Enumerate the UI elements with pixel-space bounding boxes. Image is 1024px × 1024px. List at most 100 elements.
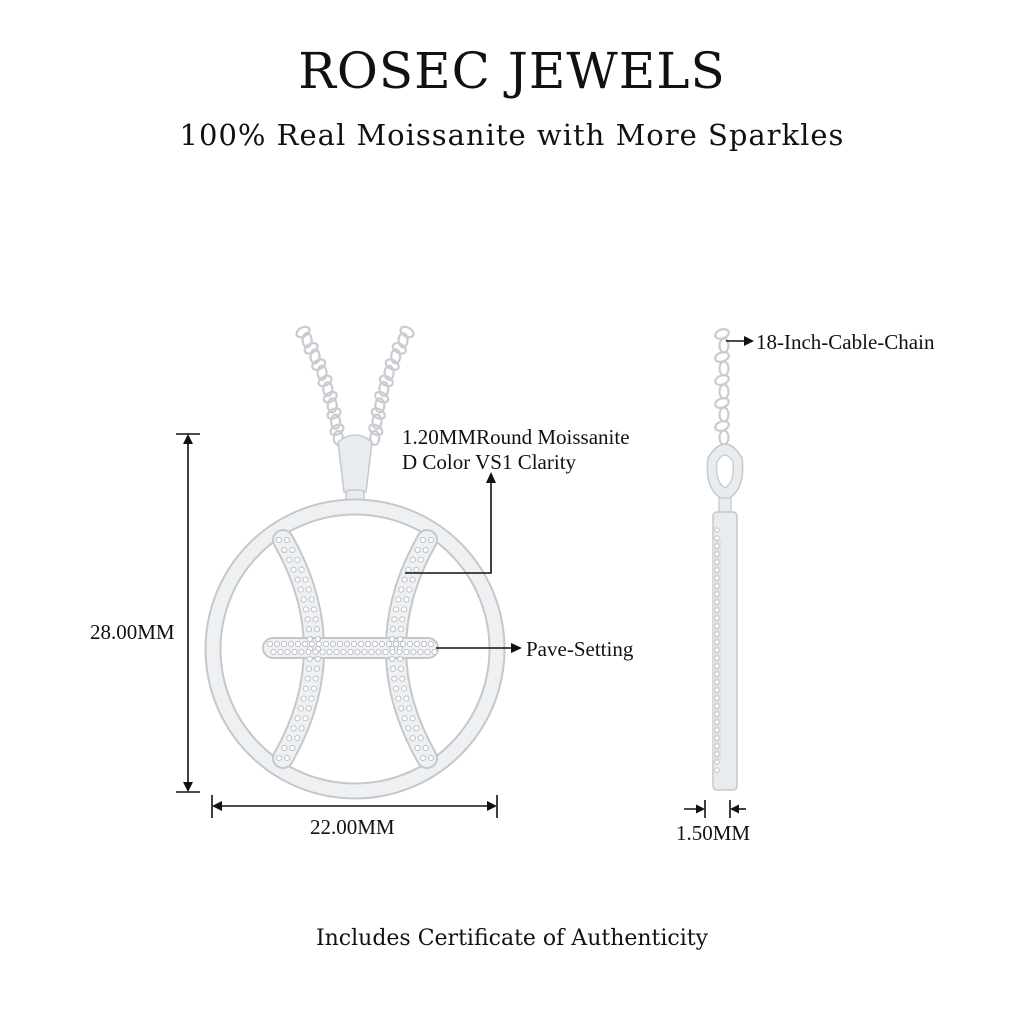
chain-link bbox=[390, 348, 402, 365]
chain-link bbox=[384, 358, 400, 371]
pave-stone bbox=[422, 745, 429, 752]
pave-stone bbox=[290, 566, 297, 573]
pave-stone bbox=[294, 735, 301, 742]
pave-stone bbox=[300, 596, 307, 603]
side-pave-stone bbox=[714, 615, 720, 621]
pave-stone bbox=[389, 655, 396, 662]
chain-link bbox=[378, 380, 390, 398]
chain-link bbox=[718, 429, 730, 446]
pave-stone bbox=[391, 675, 398, 682]
side-pave-stone bbox=[714, 687, 720, 693]
pave-stone bbox=[409, 735, 416, 742]
pave-stone bbox=[431, 648, 438, 656]
height-label: 28.00MM bbox=[90, 620, 175, 644]
pave-stone bbox=[413, 640, 421, 648]
chain-link bbox=[369, 429, 381, 447]
pave-stone bbox=[333, 648, 340, 656]
pave-stone bbox=[399, 675, 406, 682]
pave-stone bbox=[286, 556, 293, 563]
pave-stone bbox=[297, 705, 304, 712]
stone-leader bbox=[405, 472, 496, 574]
chain-label: 18-Inch-Cable-Chain bbox=[756, 330, 935, 354]
pave-stone bbox=[405, 566, 412, 573]
side-pave-stone bbox=[714, 623, 720, 629]
pave-stone bbox=[343, 640, 351, 648]
pave-stone bbox=[308, 596, 315, 603]
chain-link bbox=[371, 413, 383, 430]
height-dimension bbox=[176, 433, 200, 793]
width-dimension bbox=[211, 795, 498, 818]
pave-stone bbox=[302, 606, 309, 613]
pave-stone bbox=[266, 640, 274, 648]
brand-title: ROSEC JEWELS bbox=[298, 42, 726, 100]
side-pave-stone bbox=[714, 631, 720, 637]
side-pave-stone bbox=[714, 599, 720, 605]
pave-stone bbox=[312, 648, 319, 656]
side-pave-stone bbox=[714, 655, 720, 661]
pave-stone bbox=[403, 596, 410, 603]
pave-stone bbox=[419, 754, 427, 762]
pave-stone bbox=[417, 735, 424, 742]
pave-stone bbox=[393, 606, 400, 613]
pave-stone bbox=[302, 685, 309, 692]
pave-stone bbox=[313, 665, 321, 672]
chain-link bbox=[322, 380, 334, 398]
side-pave-stone bbox=[714, 647, 720, 653]
pave-stone bbox=[395, 596, 402, 603]
pave-stone bbox=[284, 648, 291, 656]
pave-stone bbox=[406, 640, 414, 648]
chain-link bbox=[295, 325, 311, 339]
chain-link bbox=[309, 348, 321, 365]
pave-stone bbox=[397, 665, 405, 672]
chain-link bbox=[311, 358, 327, 371]
pave-stone bbox=[422, 546, 429, 553]
tagline: 100% Real Moissanite with More Sparkles bbox=[179, 118, 845, 152]
pave-stone bbox=[397, 626, 405, 633]
pave-stone bbox=[413, 566, 420, 573]
pave-stone bbox=[312, 675, 319, 682]
pave-stone bbox=[409, 576, 416, 583]
pave-stone bbox=[319, 648, 326, 656]
pave-stone bbox=[414, 745, 421, 752]
side-pave-stone bbox=[714, 575, 720, 581]
pave-stone bbox=[283, 536, 291, 544]
pave-stone bbox=[368, 648, 375, 656]
pave-stone bbox=[315, 640, 323, 648]
side-view bbox=[706, 328, 744, 791]
pave-stone bbox=[314, 636, 321, 643]
pave-stone bbox=[361, 648, 368, 656]
pave-stone bbox=[294, 576, 301, 583]
pave-stones bbox=[266, 536, 438, 762]
pave-stone bbox=[314, 655, 321, 662]
stone-spec-line2: D Color VS1 Clarity bbox=[402, 450, 577, 474]
pave-stone bbox=[409, 556, 416, 563]
chain-link bbox=[303, 341, 319, 355]
pave-stone bbox=[397, 655, 404, 662]
pave-stone bbox=[326, 648, 333, 656]
certificate-note: Includes Certificate of Authenticity bbox=[315, 926, 709, 951]
pave-stone bbox=[336, 640, 344, 648]
pave-stone bbox=[417, 556, 424, 563]
chain-link bbox=[322, 390, 338, 404]
pave-stone bbox=[389, 636, 396, 643]
pave-stone bbox=[308, 640, 316, 648]
pave-stone bbox=[389, 665, 397, 672]
chain-link bbox=[317, 374, 333, 388]
pave-stone bbox=[371, 640, 379, 648]
pave-stone bbox=[406, 586, 413, 593]
pave-stone bbox=[357, 640, 365, 648]
pave-stone bbox=[275, 754, 283, 762]
pave-stone bbox=[427, 754, 435, 762]
pave-stone bbox=[312, 616, 319, 623]
pave-stone bbox=[310, 685, 317, 692]
pave-stone bbox=[385, 640, 393, 648]
width-label: 22.00MM bbox=[310, 815, 395, 839]
pave-stone bbox=[297, 586, 304, 593]
pave-stone bbox=[409, 715, 416, 722]
pave-stone bbox=[289, 546, 296, 553]
pave-stone bbox=[401, 576, 408, 583]
side-pave-stone bbox=[714, 607, 720, 613]
pave-stone bbox=[424, 648, 431, 656]
pave-stone bbox=[310, 606, 317, 613]
pave-stone bbox=[305, 648, 312, 656]
